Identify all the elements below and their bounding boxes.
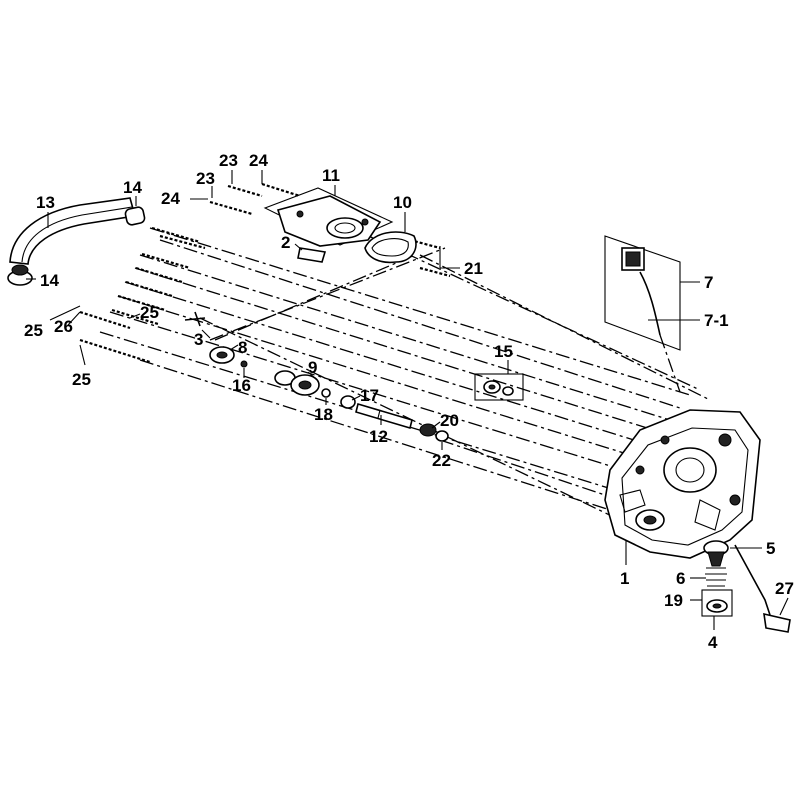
label-part-7: 7 <box>704 273 713 292</box>
label-part-3: 3 <box>194 330 203 349</box>
shaft-parts <box>274 370 449 442</box>
assembly-lines <box>99 227 711 521</box>
label-part-22: 22 <box>432 451 451 470</box>
label-part-25: 25 <box>72 370 91 389</box>
gasket <box>364 231 417 264</box>
label-part-24: 24 <box>249 151 268 170</box>
label-part-26: 26 <box>54 317 73 336</box>
label-part-13: 13 <box>36 193 55 212</box>
label-part-14: 14 <box>40 271 59 290</box>
label-part-27: 27 <box>775 579 794 598</box>
bolt-set <box>79 182 451 364</box>
label-part-18: 18 <box>314 405 333 424</box>
crankcase <box>604 409 761 559</box>
label-part-5: 5 <box>766 539 775 558</box>
label-part-6: 6 <box>676 569 685 588</box>
breather-hose <box>7 197 146 286</box>
part-labels: 23 24 11 23 24 13 14 10 2 21 14 7 7-1 25… <box>24 151 794 652</box>
label-part-23: 23 <box>196 169 215 188</box>
label-part-8: 8 <box>238 338 247 357</box>
part-15-box <box>474 373 524 401</box>
label-part-9: 9 <box>308 358 317 377</box>
leader-lines <box>26 170 789 630</box>
small-parts-left <box>184 311 248 368</box>
cover-assembly <box>263 187 394 263</box>
label-part-1: 1 <box>620 569 629 588</box>
filter-parts <box>701 540 791 633</box>
label-part-7-1: 7-1 <box>704 311 729 330</box>
label-part-17: 17 <box>360 386 379 405</box>
sensor-bracket <box>604 235 681 393</box>
label-part-14: 14 <box>123 178 142 197</box>
label-part-25: 25 <box>24 321 43 340</box>
label-part-21: 21 <box>464 259 483 278</box>
label-part-10: 10 <box>393 193 412 212</box>
label-part-12: 12 <box>369 427 388 446</box>
label-part-15: 15 <box>494 342 513 361</box>
label-part-16: 16 <box>232 376 251 395</box>
label-part-19: 19 <box>664 591 683 610</box>
label-part-2: 2 <box>281 233 290 252</box>
label-part-24: 24 <box>161 189 180 208</box>
label-part-25: 25 <box>140 303 159 322</box>
label-part-4: 4 <box>708 633 718 652</box>
label-part-20: 20 <box>440 411 459 430</box>
label-part-23: 23 <box>219 151 238 170</box>
label-part-11: 11 <box>322 166 340 185</box>
